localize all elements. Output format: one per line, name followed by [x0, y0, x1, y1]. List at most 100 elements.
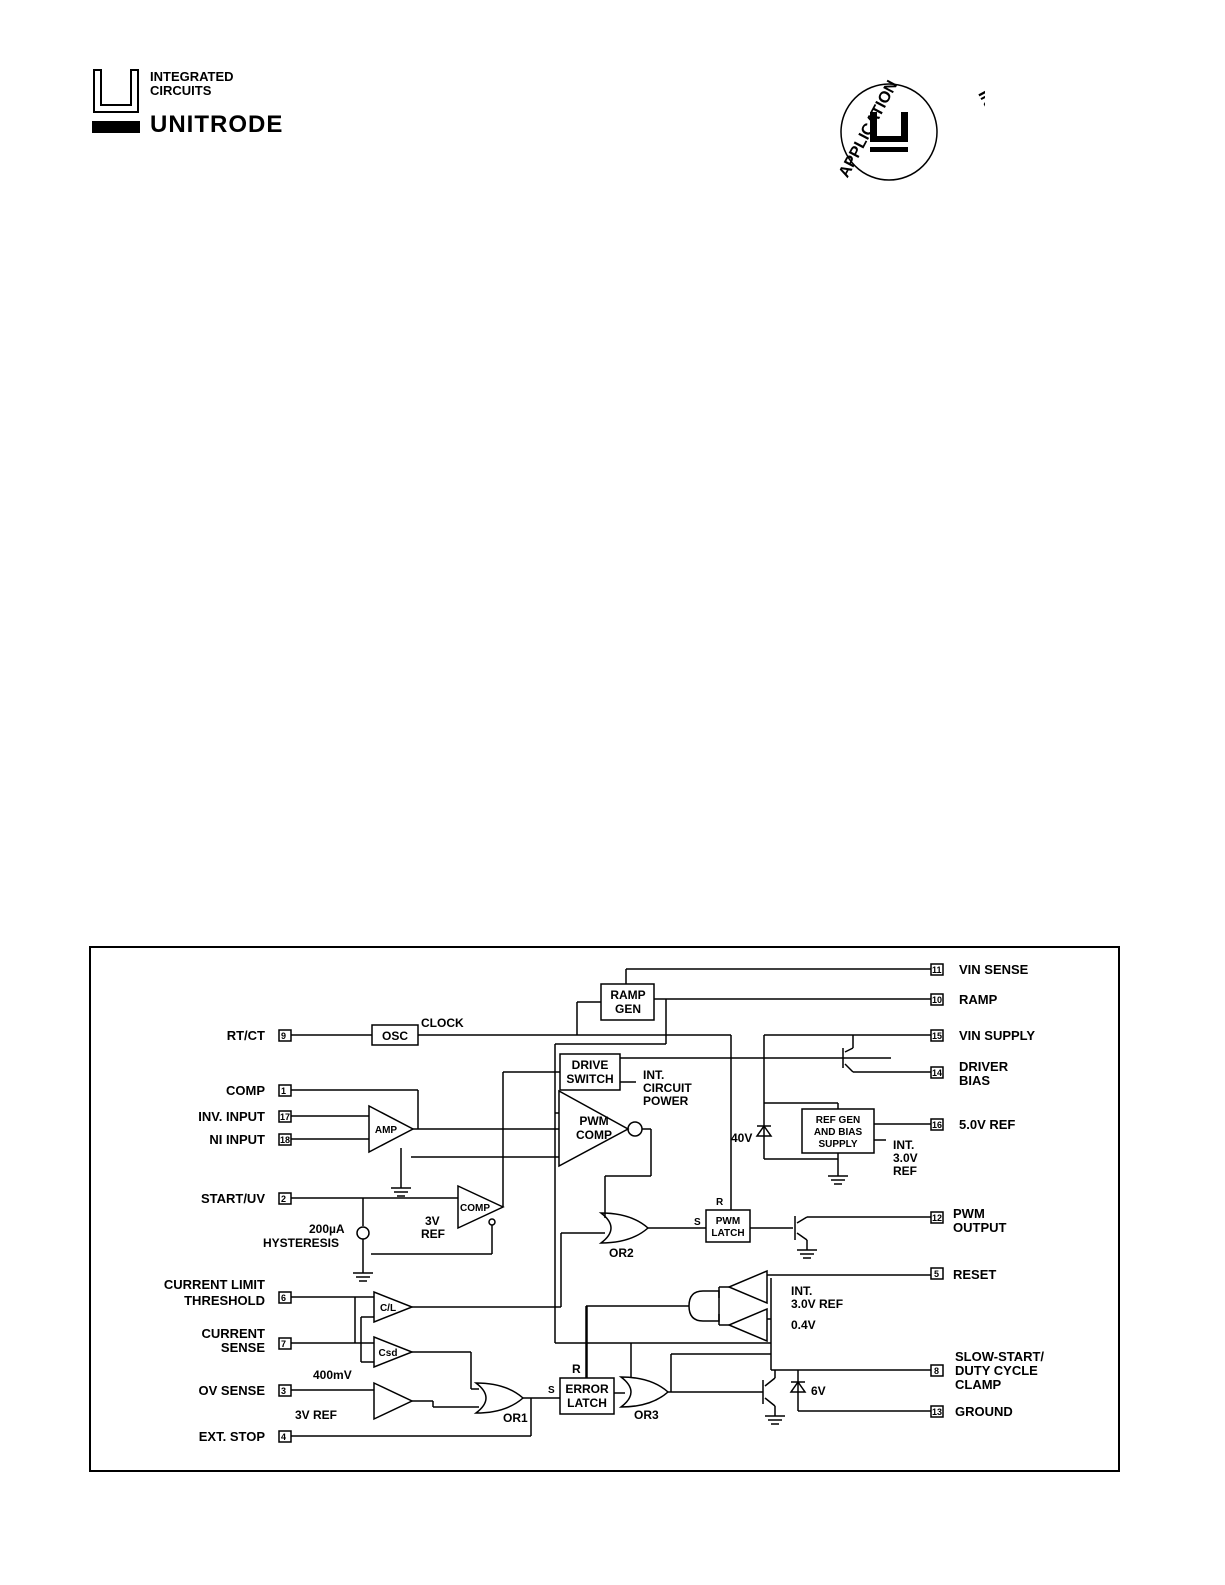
pin-label-sense: SENSE	[221, 1340, 265, 1355]
pin-label-ground: GROUND	[955, 1404, 1013, 1419]
pwm-latch-block	[705, 1209, 751, 1243]
int-3v-reset-label-1: INT.	[791, 1284, 812, 1298]
pin-label-bias: BIAS	[959, 1073, 990, 1088]
pin-label-ni-input: NI INPUT	[209, 1132, 265, 1147]
pin-num-4: 4	[281, 1432, 286, 1442]
ref-gen-label-3: SUPPLY	[818, 1139, 857, 1150]
block-diagram: 9 1 17 18 2 6 7 3 4 RT/CT COMP INV. INPU…	[89, 946, 1120, 1472]
6v-label: 6V	[811, 1384, 826, 1398]
pwm-latch-s-label: S	[694, 1217, 701, 1228]
amp-triangle	[368, 1104, 415, 1154]
osc-label: OSC	[382, 1029, 408, 1043]
error-latch-label-2: LATCH	[567, 1396, 607, 1410]
int-3v-label-3: REF	[893, 1164, 917, 1178]
pin-label-duty-cycle: DUTY CYCLE	[955, 1363, 1038, 1378]
ov-comp-triangle	[373, 1381, 414, 1421]
pin-label-ov-sense: OV SENSE	[199, 1383, 266, 1398]
int-3v-reset-label-2: 3.0V REF	[791, 1297, 843, 1311]
or1-label: OR1	[503, 1411, 528, 1425]
pin-label-clamp: CLAMP	[955, 1377, 1002, 1392]
or2-gate	[598, 1212, 650, 1244]
pin-num-5: 5	[934, 1269, 939, 1279]
pin-label-start-uv: START/UV	[201, 1191, 265, 1206]
ref-gen-label-2: AND BIAS	[814, 1127, 863, 1138]
pin-label-5v-ref: 5.0V REF	[959, 1117, 1015, 1132]
pin-label-driver: DRIVER	[959, 1059, 1009, 1074]
pin-num-3: 3	[281, 1386, 286, 1396]
unitrode-logo: INTEGRATED CIRCUITS UNITRODE	[92, 69, 283, 138]
pin-label-output: OUTPUT	[953, 1220, 1007, 1235]
pin-label-ext-stop: EXT. STOP	[199, 1429, 266, 1444]
pwm-latch-r-label: R	[716, 1197, 724, 1208]
badge-right-text: INFORMATION	[974, 87, 985, 194]
and-gate	[688, 1290, 720, 1322]
reset-comp-triangle	[727, 1269, 768, 1305]
amp-label: AMP	[375, 1125, 398, 1136]
pin-num-14: 14	[932, 1068, 942, 1078]
uv-comp-label: COMP	[460, 1203, 490, 1214]
error-latch-r-label: R	[572, 1362, 581, 1376]
pin-num-17: 17	[280, 1112, 290, 1122]
pin-label-ramp: RAMP	[959, 992, 998, 1007]
int-3v-label-1: INT.	[893, 1138, 914, 1152]
uv-comp-bubble	[488, 1218, 496, 1226]
pin-num-7: 7	[281, 1339, 286, 1349]
pin-label-rt-ct: RT/CT	[227, 1028, 265, 1043]
pin-label-pwm: PWM	[953, 1206, 985, 1221]
error-latch-label-1: ERROR	[565, 1382, 609, 1396]
pwm-latch-label-2: LATCH	[711, 1228, 744, 1239]
block-diagram-svg: 9 1 17 18 2 6 7 3 4 RT/CT COMP INV. INPU…	[164, 962, 1045, 1444]
pin-num-6: 6	[281, 1293, 286, 1303]
pin-label-reset: RESET	[953, 1267, 996, 1282]
pin-label-comp: COMP	[226, 1083, 265, 1098]
pin-num-12: 12	[932, 1213, 942, 1223]
pin-label-current-limit: CURRENT LIMIT	[164, 1277, 265, 1292]
logo-brand: UNITRODE	[150, 111, 283, 138]
pin-label-current: CURRENT	[201, 1326, 265, 1341]
400mv-label: 400mV	[313, 1368, 352, 1382]
or1-gate	[473, 1382, 525, 1414]
badge-left-text: APPLICATION	[836, 78, 901, 181]
pin-num-15: 15	[932, 1031, 942, 1041]
int-power-label-2: CIRCUIT	[643, 1081, 692, 1095]
pwm-comp-label-1: PWM	[579, 1114, 608, 1128]
ref-3v-label-1: 3V	[425, 1214, 440, 1228]
ref-3v-b-label: 3V REF	[295, 1408, 337, 1422]
or3-label: OR3	[634, 1408, 659, 1422]
0-4v-label: 0.4V	[791, 1318, 816, 1332]
int-3v-label-2: 3.0V	[893, 1151, 918, 1165]
int-power-label-1: INT.	[643, 1068, 664, 1082]
40v-label: 40V	[731, 1131, 752, 1145]
drive-switch-label-2: SWITCH	[566, 1072, 613, 1086]
int-power-label-3: POWER	[643, 1094, 689, 1108]
pin-label-inv-input: INV. INPUT	[198, 1109, 265, 1124]
pin-label-threshold: THRESHOLD	[184, 1293, 265, 1308]
pin-num-13: 13	[932, 1407, 942, 1417]
hysteresis-label-2: HYSTERESIS	[263, 1236, 339, 1250]
hysteresis-label-1: 200µA	[309, 1222, 345, 1236]
uv-comp-triangle	[457, 1184, 505, 1230]
pin-label-vin-sense: VIN SENSE	[959, 962, 1029, 977]
logo-line1: INTEGRATED	[150, 69, 234, 84]
ref-3v-label-2: REF	[421, 1227, 445, 1241]
pwm-comp-bubble	[627, 1121, 643, 1137]
pin-num-2: 2	[281, 1194, 286, 1204]
cl-label: C/L	[380, 1303, 396, 1314]
application-information-badge: APPLICATION INFORMATION	[836, 78, 985, 194]
pin-label-slow-start: SLOW-START/	[955, 1349, 1044, 1364]
pin-num-1: 1	[281, 1086, 286, 1096]
csd-label: Csd	[379, 1348, 398, 1359]
clock-label: CLOCK	[421, 1016, 464, 1030]
cl-comp-triangle	[373, 1290, 415, 1324]
ramp-gen-label-1: RAMP	[610, 988, 645, 1002]
ref-gen-label-1: REF GEN	[816, 1115, 860, 1126]
pin-box-5	[930, 1267, 944, 1280]
pin-num-10: 10	[932, 995, 942, 1005]
pin-num-16: 16	[932, 1120, 942, 1130]
pin-num-18: 18	[280, 1135, 290, 1145]
or2-label: OR2	[609, 1246, 634, 1260]
pin-num-11: 11	[932, 965, 942, 975]
drive-switch-label-1: DRIVE	[572, 1058, 609, 1072]
slow-start-comp-triangle	[727, 1307, 768, 1343]
pwm-latch-label-1: PWM	[716, 1216, 740, 1227]
